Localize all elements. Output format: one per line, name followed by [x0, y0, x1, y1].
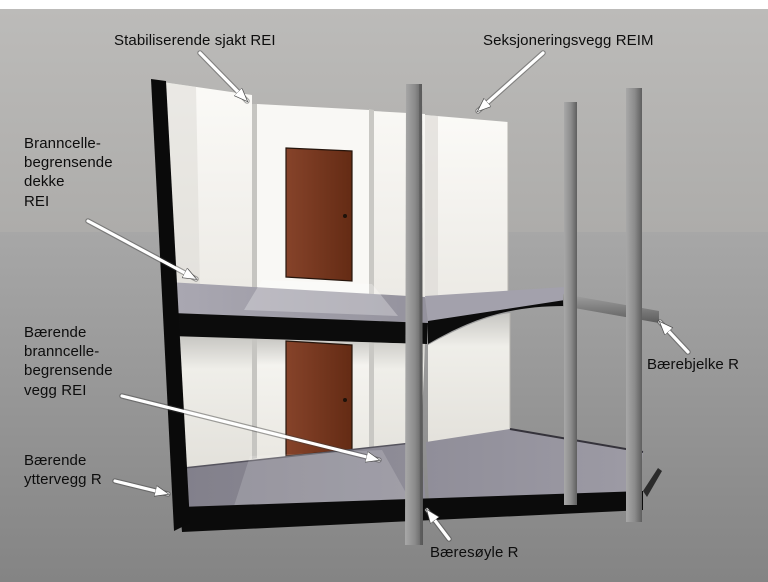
arrow-vegg	[119, 393, 382, 463]
label-baerebjelke: Bærebjelke R	[647, 356, 740, 373]
label-baeresoyle: Bæresøyle R	[430, 544, 519, 561]
light-spill-lower	[234, 450, 410, 506]
label-baerende-yttervegg: Bærende yttervegg R	[24, 452, 102, 489]
lower-door-handle	[343, 398, 347, 402]
rear-right-column	[564, 102, 577, 505]
center-column	[405, 84, 423, 545]
upper-door-handle	[343, 214, 347, 218]
annotation-arrows	[85, 50, 691, 542]
label-branncellebegrensende-dekke: Branncelle- begrensende dekke REI	[24, 135, 113, 210]
front-right-column	[626, 88, 642, 522]
light-spill-upper	[244, 280, 398, 316]
outer-wall-edge	[151, 79, 190, 531]
top-margin	[0, 0, 768, 9]
label-stabiliserende-sjakt: Stabiliserende sjakt REI	[114, 32, 276, 49]
intermediate-slab	[168, 280, 565, 344]
arrow-yttervegg	[112, 478, 171, 497]
arrow-dekke	[85, 218, 199, 282]
lower-wall-right	[428, 313, 511, 447]
arrow-seksjoneringsvegg	[475, 50, 546, 114]
label-baerende-branncellebegrensende-vegg: Bærende branncelle- begrensende vegg REI	[24, 324, 113, 399]
arrow-baerebjelke	[657, 319, 691, 355]
building-structure	[151, 79, 662, 545]
label-seksjoneringsvegg: Seksjoneringsvegg REIM	[483, 32, 654, 49]
columns	[405, 84, 642, 545]
arrow-stabiliserende-sjakt	[197, 50, 250, 104]
arrow-baeresoyle	[424, 507, 452, 542]
section-wall	[425, 115, 509, 298]
upper-door	[285, 147, 353, 282]
